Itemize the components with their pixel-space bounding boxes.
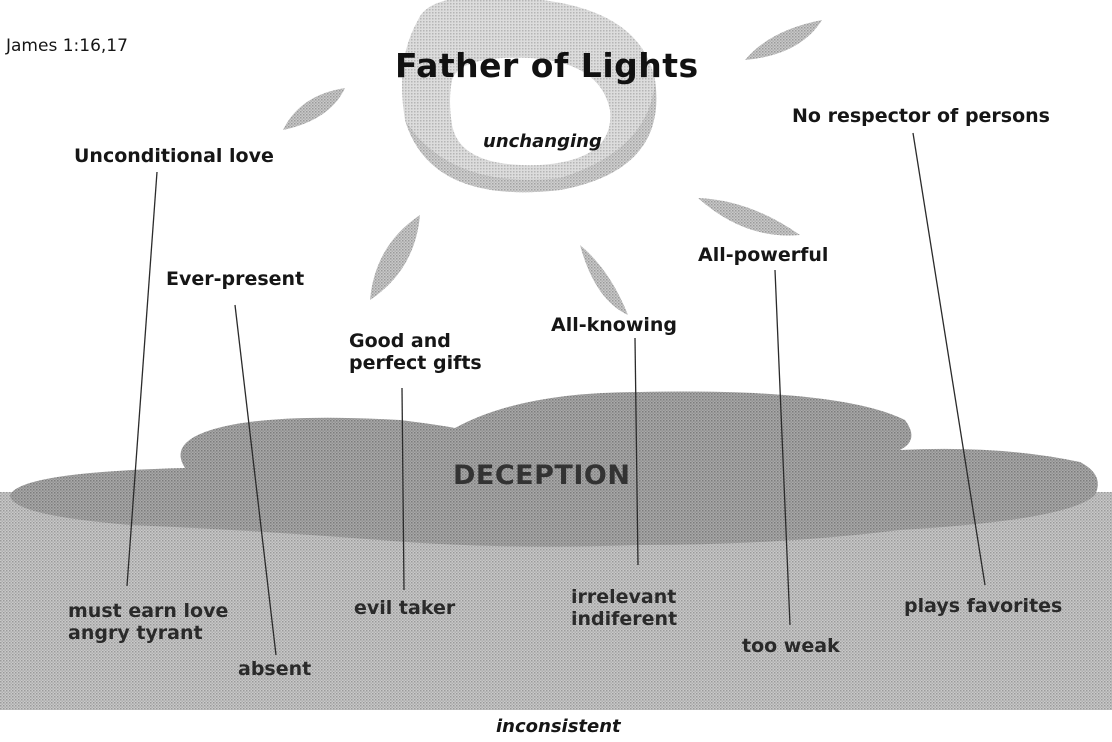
- sun-ray: [283, 88, 345, 130]
- lie-label-absent: absent: [238, 658, 312, 680]
- truth-label-line: Good and: [349, 330, 451, 352]
- sun-label: unchanging: [483, 131, 602, 152]
- connector-lines: [126, 132, 986, 656]
- truth-label-ever-present: Ever-present: [166, 268, 305, 290]
- connector-line: [774, 269, 791, 626]
- sun: [401, 0, 657, 193]
- sun-rays: [283, 20, 822, 315]
- lie-label-too-weak: too weak: [742, 635, 840, 657]
- sun-ray: [745, 20, 822, 60]
- connector-line: [126, 171, 158, 587]
- lie-label-line: angry tyrant: [68, 622, 203, 644]
- truth-label-no-respector: No respector of persons: [792, 105, 1050, 127]
- truth-label-all-powerful: All-powerful: [698, 244, 829, 266]
- sun-ray: [580, 245, 628, 315]
- lie-label-line: indiferent: [571, 608, 678, 630]
- lie-label-must-earn-love: must earn love angry tyrant: [68, 600, 228, 644]
- lie-label-evil-taker: evil taker: [354, 597, 456, 619]
- connector-line: [234, 304, 277, 656]
- truth-label-all-knowing: All-knowing: [551, 314, 678, 336]
- connector-line: [912, 132, 986, 586]
- connector-line: [401, 387, 405, 591]
- lie-label-line: must earn love: [68, 600, 229, 622]
- sun-ray: [698, 198, 800, 236]
- truth-label-unconditional-love: Unconditional love: [74, 145, 274, 167]
- connector-line: [634, 337, 639, 566]
- diagram-title: Father of Lights: [395, 46, 699, 85]
- lie-label-irrelevant: irrelevant indiferent: [571, 586, 677, 630]
- truth-label-line: perfect gifts: [349, 352, 482, 374]
- deception-cloud: [10, 391, 1098, 547]
- truth-label-good-gifts: Good and perfect gifts: [349, 330, 482, 374]
- sun-ring: [401, 0, 657, 193]
- scripture-reference: James 1:16,17: [6, 36, 128, 56]
- lie-label-plays-favorites: plays favorites: [904, 595, 1063, 617]
- deception-label: DECEPTION: [453, 460, 631, 491]
- sun-ray: [370, 215, 420, 300]
- bottom-caption: inconsistent: [496, 716, 621, 737]
- lie-label-line: irrelevant: [571, 586, 677, 608]
